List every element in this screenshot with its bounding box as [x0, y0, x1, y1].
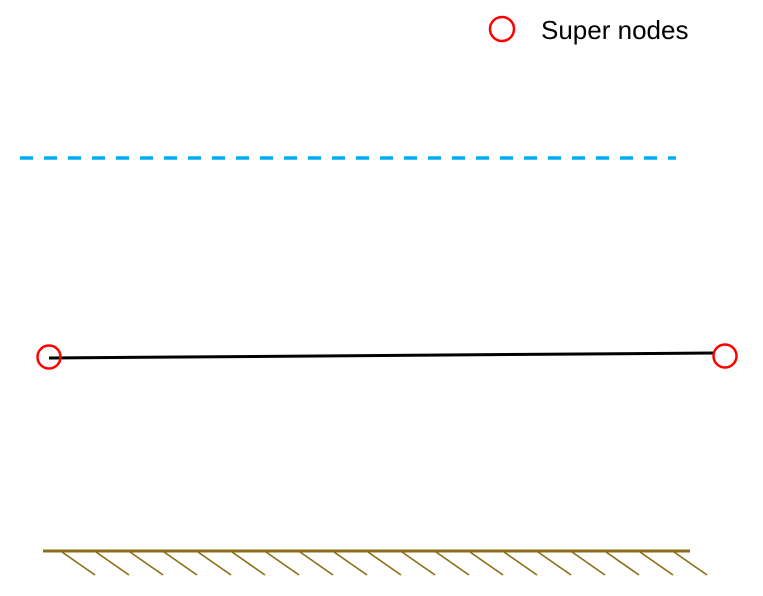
legend: Super nodes: [488, 15, 688, 45]
seabed-hatch-stroke: [95, 551, 130, 576]
super-node-marker: [712, 343, 738, 369]
seabed-hatch-stroke: [61, 551, 96, 576]
seabed-hatch-stroke: [333, 551, 368, 576]
seabed-hatch-stroke: [265, 551, 300, 576]
seabed-hatch-stroke: [571, 551, 606, 576]
cable-line: [48, 351, 715, 360]
super-node-marker: [36, 344, 62, 370]
seabed-hatch-stroke: [129, 551, 164, 576]
cable-segment: [48, 351, 715, 360]
seabed-hatch-stroke: [639, 551, 674, 576]
seabed-hatch-stroke: [197, 551, 232, 576]
seabed-hatch-stroke: [163, 551, 198, 576]
seabed-hatch-stroke: [469, 551, 504, 576]
seabed-hatch-stroke: [503, 551, 538, 576]
seabed-hatch-stroke: [605, 551, 640, 576]
seabed-hatch-stroke: [367, 551, 402, 576]
seabed-hatch-stroke: [537, 551, 572, 576]
seabed-hatch-stroke: [231, 551, 266, 576]
legend-supernode-icon: [488, 15, 516, 43]
seabed-hatch-stroke: [673, 551, 708, 576]
seabed-hatch-stroke: [299, 551, 334, 576]
seabed-hatch-stroke: [435, 551, 470, 576]
seabed-hatch-stroke: [401, 551, 436, 576]
seabed-ground: [43, 549, 708, 576]
legend-label: Super nodes: [541, 15, 688, 45]
super-node-markers: [36, 343, 738, 370]
